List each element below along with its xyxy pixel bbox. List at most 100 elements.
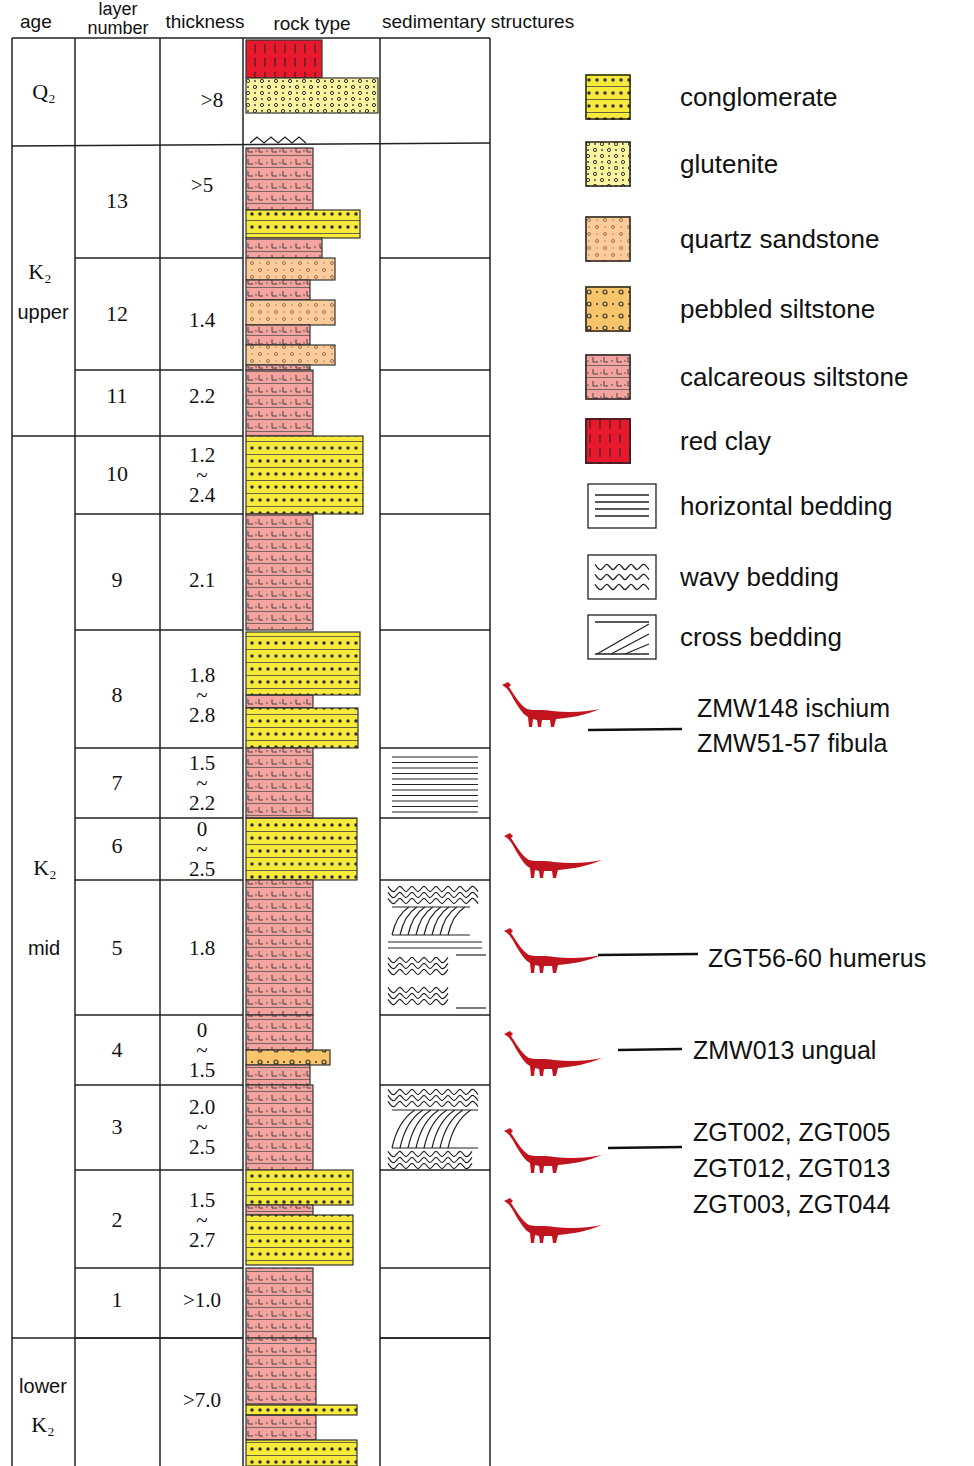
leader-line xyxy=(588,729,682,730)
structure-icon xyxy=(588,484,656,528)
age-label: lower xyxy=(19,1375,67,1398)
wavy-bed xyxy=(388,999,448,1004)
age-label: upper xyxy=(17,301,68,324)
wavy-bed xyxy=(388,1101,478,1106)
rock-bed xyxy=(246,280,310,300)
age-label: K₂ xyxy=(31,1412,55,1438)
grid-line xyxy=(11,38,13,1466)
cross-bed xyxy=(432,1110,455,1148)
grid-line xyxy=(12,1337,243,1339)
sedimentary-structures xyxy=(388,757,486,1169)
grid-line xyxy=(12,37,490,39)
grid-line xyxy=(380,257,490,259)
cross-bed xyxy=(597,624,649,654)
horizontal-bed xyxy=(392,784,478,785)
rock-bed xyxy=(246,148,313,210)
leader-line xyxy=(608,1147,682,1148)
rock-bed xyxy=(246,1050,330,1065)
rock-bed xyxy=(246,300,335,325)
column-header: sedimentary structures xyxy=(382,11,574,33)
lithology-column xyxy=(246,40,378,1466)
cross-bed xyxy=(392,907,409,935)
horizontal-bed xyxy=(392,767,478,768)
swatch-art xyxy=(585,286,631,332)
dinosaur-icon xyxy=(502,682,600,727)
layer-number: 11 xyxy=(106,383,127,409)
specimen-label: ZGT56-60 humerus xyxy=(708,944,926,973)
swatch-border xyxy=(588,484,656,528)
swatch-pattern xyxy=(585,286,631,332)
thickness-value: 1.8 ~ 2.8 xyxy=(177,665,227,725)
wavy-bed xyxy=(388,963,448,968)
thickness-value: 0 ~ 1.5 xyxy=(177,1020,227,1080)
dinosaur-icons xyxy=(502,682,602,1243)
cross-bed xyxy=(611,634,649,654)
structure-sample xyxy=(587,483,657,529)
thickness-value: 1.5 ~ 2.2 xyxy=(177,753,227,813)
cross-bed-bound xyxy=(595,621,649,622)
horizontal-bed xyxy=(595,501,649,502)
thickness-value: >5 xyxy=(177,175,227,195)
wavy-bed xyxy=(388,969,448,974)
dinosaur-icon xyxy=(504,928,602,973)
rock-bed xyxy=(246,514,313,630)
dinosaur-icon xyxy=(504,1031,602,1076)
rock-bed xyxy=(246,238,322,258)
wavy-bed xyxy=(388,892,478,897)
horizontal-bed xyxy=(392,811,478,812)
rock-bed xyxy=(246,695,313,708)
rock-bed xyxy=(246,258,335,280)
legend-label: wavy bedding xyxy=(680,562,839,593)
grid-line xyxy=(75,369,243,371)
rock-bed xyxy=(246,436,363,514)
dinosaur-icon xyxy=(504,833,602,878)
layer-number: 1 xyxy=(112,1287,123,1313)
rock-bed xyxy=(246,880,313,1015)
swatch-pattern xyxy=(585,141,631,187)
wavy-bed xyxy=(388,1151,472,1156)
cross-bed-bound xyxy=(392,1109,478,1110)
legend-label: horizontal bedding xyxy=(680,491,893,522)
grid-line xyxy=(380,817,490,819)
specimen-label: ZMW148 ischium xyxy=(697,694,890,723)
grid-line xyxy=(159,38,161,1466)
lithology-swatch xyxy=(585,216,631,262)
layer-number: 4 xyxy=(112,1037,123,1063)
swatch-border xyxy=(586,75,630,119)
thickness-value: 1.5 ~ 2.7 xyxy=(177,1190,227,1250)
rock-bed xyxy=(246,818,357,880)
grid-line xyxy=(75,1084,243,1086)
swatch-border xyxy=(586,419,630,463)
legend-label: pebbled siltstone xyxy=(680,294,875,325)
structure-sample xyxy=(587,554,657,600)
legend-label: conglomerate xyxy=(680,82,838,113)
swatch-art xyxy=(585,354,631,400)
cross-bed-bound xyxy=(595,653,649,654)
cross-bed xyxy=(440,1110,463,1148)
horizontal-bed xyxy=(392,778,478,779)
cross-bed xyxy=(408,907,425,935)
thickness-value: 2.0 ~ 2.5 xyxy=(177,1097,227,1157)
wavy-bed xyxy=(595,584,649,589)
thickness-value: >8 xyxy=(187,90,237,110)
lithology-swatch xyxy=(585,74,631,120)
grid-line xyxy=(75,513,243,515)
wavy-bed xyxy=(388,1157,472,1162)
grid-line xyxy=(380,1267,490,1269)
leader-line xyxy=(598,954,698,955)
wavy-bed xyxy=(388,1095,478,1100)
grid-line xyxy=(75,817,243,819)
grid-line xyxy=(380,1169,490,1171)
swatch-art xyxy=(585,141,631,187)
legend-label: glutenite xyxy=(680,149,778,180)
swatch-art xyxy=(585,216,631,262)
swatch-pattern xyxy=(585,418,631,464)
swatch-pattern xyxy=(585,354,631,400)
wavy-bed xyxy=(388,1089,478,1094)
horizontal-bed xyxy=(388,941,482,942)
legend-label: calcareous siltstone xyxy=(680,362,908,393)
leader-lines xyxy=(588,729,698,1148)
specimen-label: ZMW51-57 fibula xyxy=(697,729,887,758)
cross-bed xyxy=(392,1110,415,1148)
swatch-art xyxy=(585,74,631,120)
